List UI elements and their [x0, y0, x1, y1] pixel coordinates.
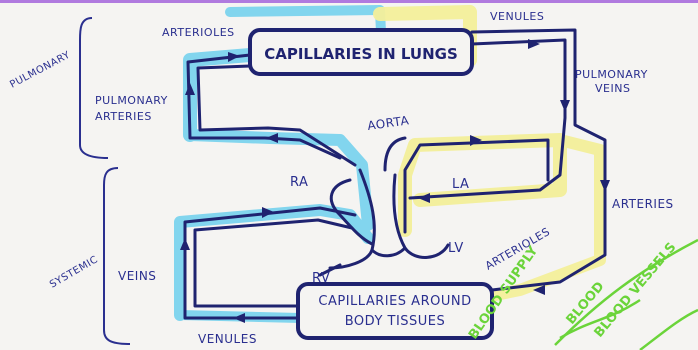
page-top-edge — [0, 0, 698, 3]
label-rv: RV — [312, 271, 330, 286]
body-box-label-line1: CAPILLARIES AROUND — [318, 294, 471, 309]
label-venules-top: VENULES — [490, 10, 544, 23]
body-box-label-line2: BODY TISSUES — [345, 314, 446, 329]
label-la: LA — [452, 177, 469, 192]
lungs-capillaries-box: CAPILLARIES IN LUNGS — [250, 30, 472, 74]
label-venules-bottom: VENULES — [198, 332, 257, 346]
label-veins-left: VEINS — [118, 269, 156, 283]
label-pulmonary-arteries-2: ARTERIES — [95, 110, 152, 123]
lungs-box-label: CAPILLARIES IN LUNGS — [264, 45, 458, 63]
label-ra: RA — [290, 175, 308, 190]
body-capillaries-box: CAPILLARIES AROUND BODY TISSUES — [298, 284, 492, 338]
label-lv: LV — [448, 241, 464, 256]
label-pulmonary-arteries-1: PULMONARY — [95, 94, 168, 107]
label-pulmonary-veins-2: VEINS — [595, 82, 630, 95]
label-arterioles-top: ARTERIOLES — [162, 26, 235, 39]
label-pulmonary-veins-1: PULMONARY — [575, 68, 648, 81]
label-arteries-right: ARTERIES — [612, 197, 674, 211]
